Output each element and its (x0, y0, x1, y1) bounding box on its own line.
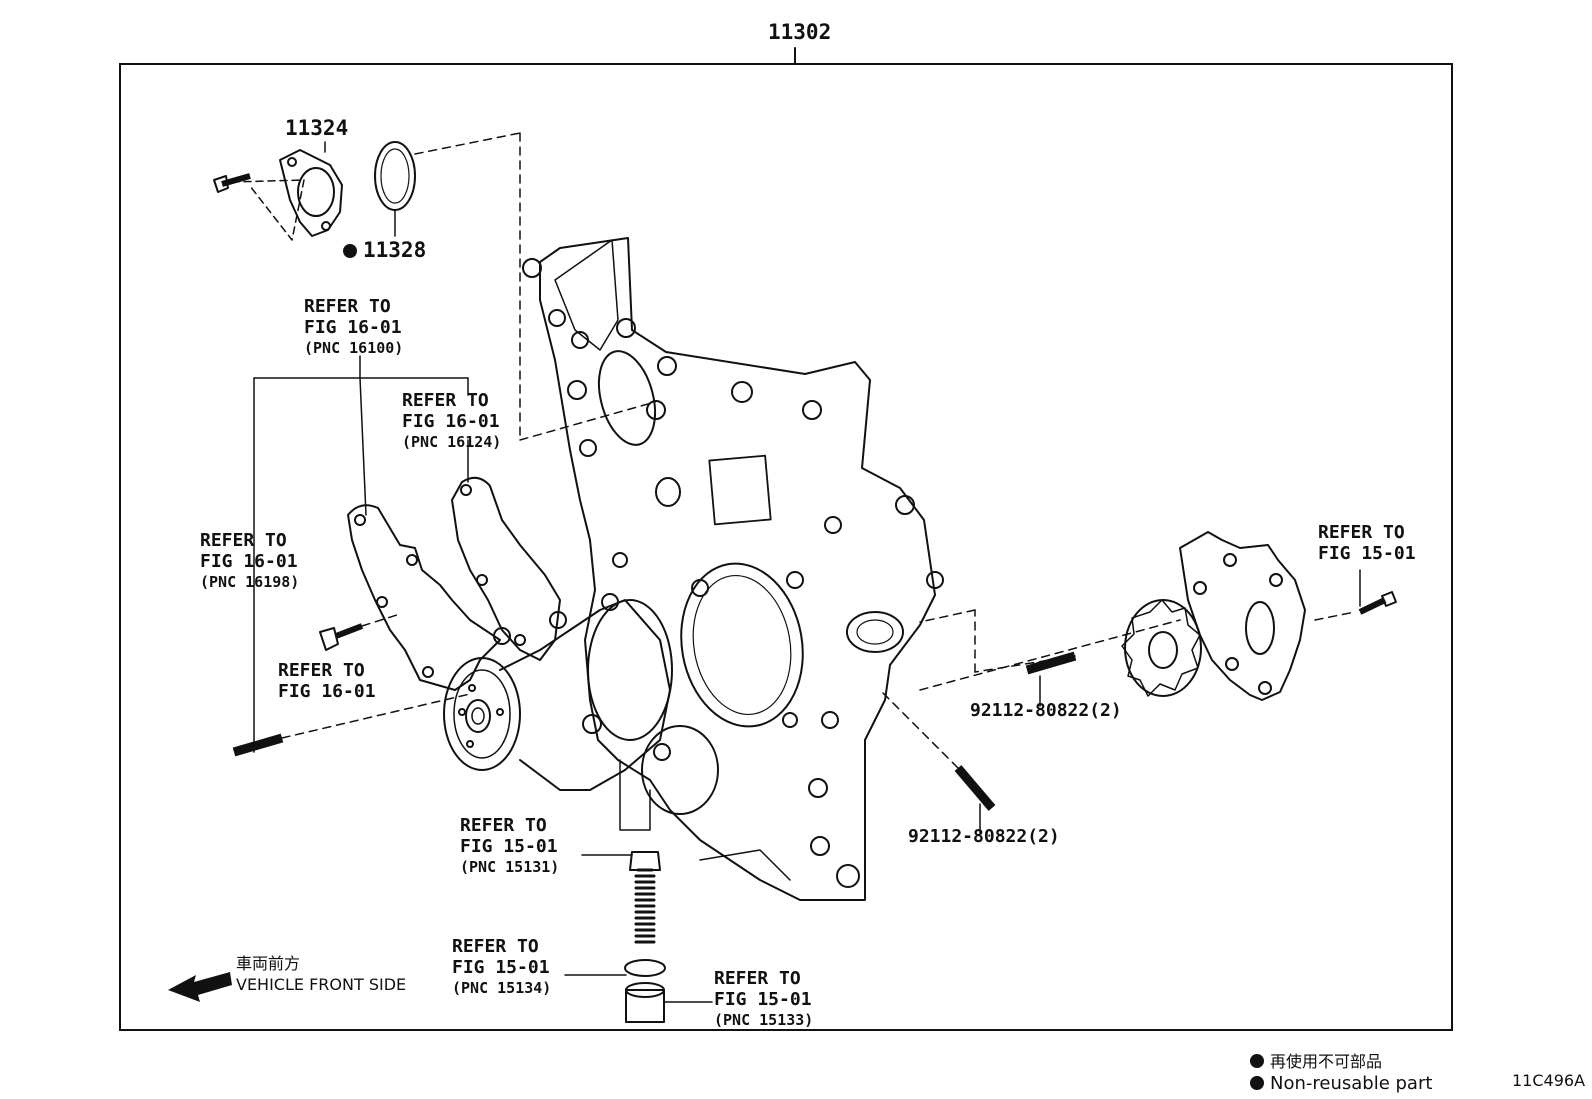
refer-label-15131[interactable]: REFER TO FIG 15-01 (PNC 15131) (460, 815, 559, 878)
pnc-line: (PNC 15133) (714, 1011, 814, 1029)
refer-line: REFER TO (714, 968, 801, 989)
refer-label-16100[interactable]: REFER TO FIG 16-01 (PNC 16100) (304, 296, 403, 359)
guide-lines (281, 132, 1356, 769)
cover-plate-11324-drawing (213, 149, 343, 241)
part-number-11328-text: 11328 (363, 238, 427, 262)
stud-upper-drawing (1025, 651, 1077, 675)
refer-label-15134[interactable]: REFER TO FIG 15-01 (PNC 15134) (452, 936, 551, 999)
relief-valve-drawing (624, 851, 666, 1023)
refer-label-16198[interactable]: REFER TO FIG 16-01 (PNC 16198) (200, 530, 299, 593)
fig-line: FIG 15-01 (452, 957, 550, 978)
pnc-line: (PNC 16198) (200, 573, 300, 591)
refer-line: REFER TO (402, 390, 489, 411)
part-number-11324[interactable]: 11324 (285, 116, 349, 140)
fig-line: FIG 15-01 (1318, 543, 1416, 564)
fig-line: FIG 15-01 (714, 989, 812, 1010)
bolt-16-01-drawing (319, 623, 364, 651)
refer-line: REFER TO (304, 296, 391, 317)
direction-label-jp: 車両前方 (236, 954, 301, 973)
refer-line: REFER TO (452, 936, 539, 957)
legend-jp: 再使用不可部品 (1250, 1048, 1382, 1072)
refer-label-16124[interactable]: REFER TO FIG 16-01 (PNC 16124) (402, 390, 501, 453)
oil-pump-bolt-drawing (1358, 591, 1397, 615)
diagram-frame (119, 63, 1453, 1031)
legend-en: Non-reusable part (1250, 1073, 1432, 1094)
vehicle-front-arrow (168, 972, 232, 1002)
pnc-line: (PNC 15131) (460, 858, 560, 876)
refer-line: REFER TO (278, 660, 365, 681)
leader-lines (253, 141, 1361, 1003)
pnc-line: (PNC 16100) (304, 339, 404, 357)
stud-lower-drawing (954, 765, 996, 811)
oil-pump-cover-drawing (1179, 531, 1306, 701)
non-reusable-dot-icon (343, 244, 357, 258)
refer-line: REFER TO (200, 530, 287, 551)
refer-line: REFER TO (460, 815, 547, 836)
pnc-line: (PNC 16124) (402, 433, 502, 451)
refer-line: REFER TO (1318, 522, 1405, 543)
part-number-stud-lower[interactable]: 92112-80822(2) (908, 826, 1060, 847)
gasket-16124-drawing (451, 476, 561, 661)
part-number-11328[interactable]: 11328 (343, 238, 426, 262)
refer-label-bolt-16-01[interactable]: REFER TO FIG 16-01 (278, 660, 376, 702)
legend-jp-text: 再使用不可部品 (1270, 1052, 1383, 1071)
pnc-line: (PNC 15134) (452, 979, 552, 997)
oil-pump-rotor-drawing (1121, 599, 1202, 697)
timing-cover-drawing (522, 237, 944, 901)
fig-line: FIG 16-01 (402, 411, 500, 432)
part-number-11302[interactable]: 11302 (768, 20, 832, 44)
legend-en-text: Non-reusable part (1270, 1073, 1433, 1094)
oring-11328-drawing (374, 141, 416, 237)
legend-dot-icon (1250, 1076, 1264, 1090)
legend-dot-icon (1250, 1054, 1264, 1068)
refer-label-bolt-15-01[interactable]: REFER TO FIG 15-01 (1318, 522, 1416, 564)
part-number-stud-upper[interactable]: 92112-80822(2) (970, 700, 1122, 721)
gasket-16198-drawing (347, 504, 501, 691)
stud-left-drawing (232, 733, 284, 757)
fig-line: FIG 16-01 (200, 551, 298, 572)
figure-code: 11C496A (1512, 1071, 1586, 1090)
fig-line: FIG 16-01 (278, 681, 376, 702)
refer-label-15133[interactable]: REFER TO FIG 15-01 (PNC 15133) (714, 968, 813, 1031)
water-pump-drawing (443, 593, 673, 791)
direction-label-en: VEHICLE FRONT SIDE (236, 975, 407, 994)
fig-line: FIG 16-01 (304, 317, 402, 338)
fig-line: FIG 15-01 (460, 836, 558, 857)
